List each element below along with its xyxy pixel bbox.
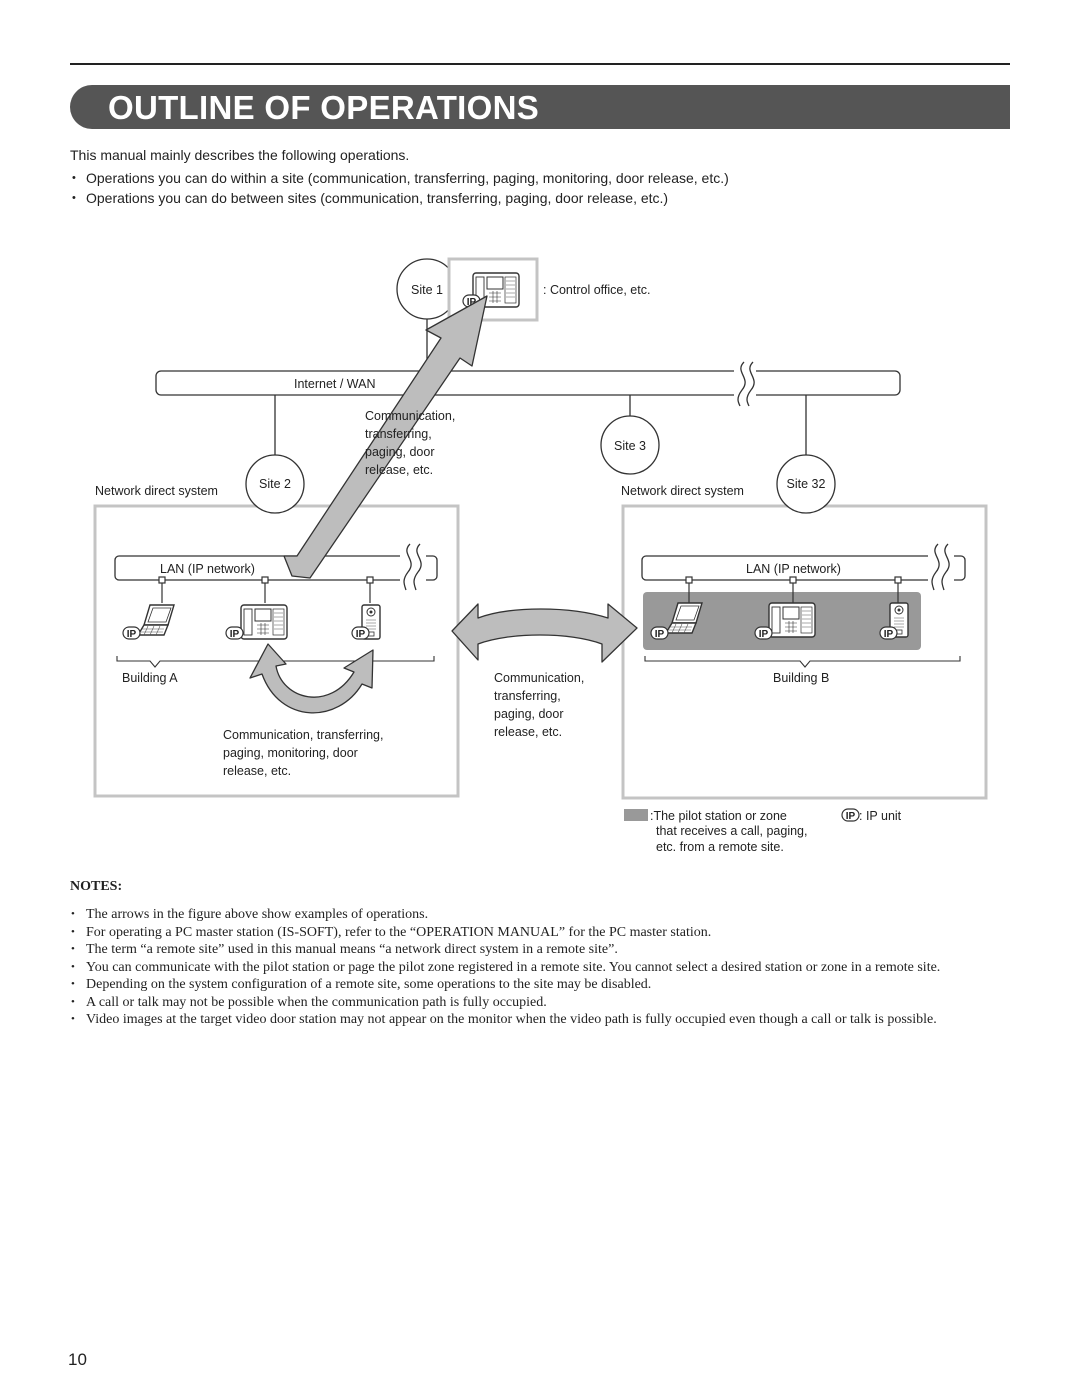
inter-site-arrow xyxy=(283,295,488,579)
top-rule xyxy=(70,63,1010,65)
lan-bar-right xyxy=(641,555,966,581)
ip-badge-label: IP xyxy=(884,629,894,640)
legend-ip-label: : IP unit xyxy=(859,809,902,823)
network-direct-label: Network direct system xyxy=(95,484,218,498)
site32-label: Site 32 xyxy=(787,477,826,491)
comm-label: paging, monitoring, door xyxy=(223,746,358,760)
site3-label: Site 3 xyxy=(614,439,646,453)
ip-badge-label: IP xyxy=(759,629,769,640)
building-b-label: Building B xyxy=(773,671,829,685)
master-station-icon xyxy=(240,604,288,640)
site1-label: Site 1 xyxy=(411,283,443,297)
comm-label: paging, door xyxy=(365,445,435,459)
comm-label: paging, door xyxy=(494,707,564,721)
ip-badge-label: IP xyxy=(356,629,366,640)
comm-label: transferring, xyxy=(365,427,432,441)
legend-pilot-label: that receives a call, paging, xyxy=(656,824,807,838)
control-office-label: : Control office, etc. xyxy=(543,283,650,297)
notes-list: The arrows in the figure above show exam… xyxy=(70,906,1000,1029)
internet-label: Internet / WAN xyxy=(294,377,376,391)
ip-badge-label: IP xyxy=(467,297,477,308)
note-item: The arrows in the figure above show exam… xyxy=(70,906,1000,924)
intro-bullet: Operations you can do within a site (com… xyxy=(70,168,729,188)
intro-bullet: Operations you can do between sites (com… xyxy=(70,188,729,208)
building-a-brace xyxy=(116,656,435,668)
note-item: Video images at the target video door st… xyxy=(70,1011,1000,1029)
site3-node xyxy=(600,415,660,475)
lan-bar-left xyxy=(114,555,438,581)
comm-label: release, etc. xyxy=(365,463,433,477)
ip-badge-label: IP xyxy=(846,811,856,822)
site2-node xyxy=(245,454,305,514)
legend-pilot-label: :The pilot station or zone xyxy=(650,809,787,823)
master-station-icon xyxy=(768,602,816,638)
intro-bullets: Operations you can do within a site (com… xyxy=(70,168,729,208)
note-item: Depending on the system configuration of… xyxy=(70,976,1000,994)
note-item: A call or talk may not be possible when … xyxy=(70,994,1000,1012)
internet-bar xyxy=(155,370,901,396)
lan-label: LAN (IP network) xyxy=(746,562,841,576)
pc-master-icon xyxy=(137,604,175,636)
comm-label: release, etc. xyxy=(223,764,291,778)
site-to-site-arrow xyxy=(451,603,638,663)
comm-label: Communication, xyxy=(365,409,455,423)
intro-text: This manual mainly describes the followi… xyxy=(70,147,410,163)
legend-pilot-label: etc. from a remote site. xyxy=(656,840,784,854)
comm-label: release, etc. xyxy=(494,725,562,739)
page-number: 10 xyxy=(68,1350,87,1369)
ip-badge-label: IP xyxy=(127,629,137,640)
page-title: OUTLINE OF OPERATIONS xyxy=(108,89,540,126)
building-a-label: Building A xyxy=(122,671,178,685)
building-b-brace xyxy=(644,656,961,668)
note-item: The term “a remote site” used in this ma… xyxy=(70,941,1000,959)
ip-badge-label: IP xyxy=(230,629,240,640)
title-banner: OUTLINE OF OPERATIONS xyxy=(70,85,1010,129)
lan-label: LAN (IP network) xyxy=(160,562,255,576)
comm-label: Communication, xyxy=(494,671,584,685)
site32-node xyxy=(776,454,836,514)
note-item: For operating a PC master station (IS-SO… xyxy=(70,924,1000,942)
note-item: You can communicate with the pilot stati… xyxy=(70,959,1000,977)
notes-title: NOTES: xyxy=(70,879,123,894)
network-diagram: Site 1 IP : Control office, etc. Interne… xyxy=(93,257,988,854)
site2-label: Site 2 xyxy=(259,477,291,491)
legend-swatch xyxy=(624,809,648,821)
ip-badge-label: IP xyxy=(655,629,665,640)
in-site-arrow xyxy=(249,643,374,714)
network-direct-label: Network direct system xyxy=(621,484,744,498)
comm-label: Communication, transferring, xyxy=(223,728,383,742)
comm-label: transferring, xyxy=(494,689,561,703)
